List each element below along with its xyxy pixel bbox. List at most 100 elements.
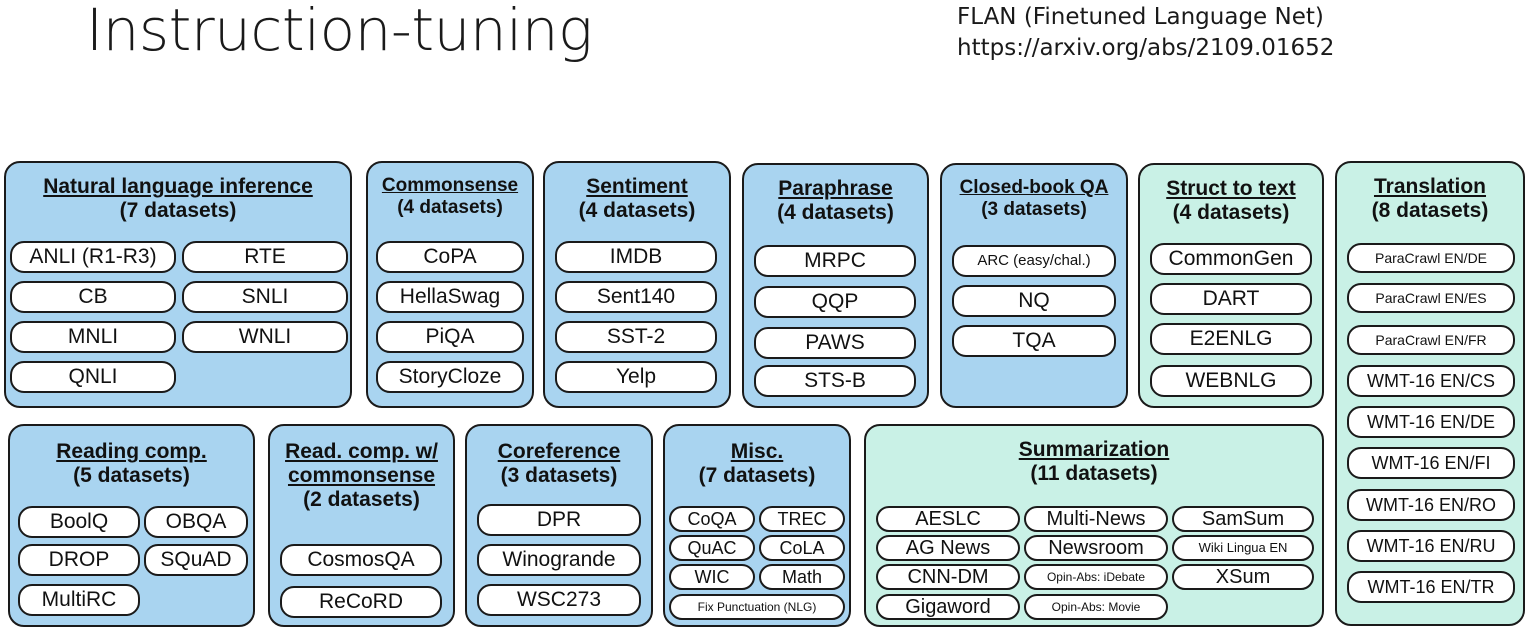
dataset-pill: TQA	[952, 325, 1116, 357]
group-struct-to-text: Struct to text (4 datasets) CommonGen DA…	[1138, 163, 1324, 408]
dataset-pill: AG News	[876, 535, 1020, 561]
dataset-pill: DROP	[18, 544, 140, 576]
group-closed-book-qa-count: (3 datasets)	[981, 199, 1087, 220]
dataset-pill: SNLI	[182, 281, 348, 313]
slide-title: Instruction-tuning	[86, 0, 593, 64]
group-read-comp-commonsense: Read. comp. w/ commonsense (2 datasets) …	[268, 424, 455, 627]
dataset-pill: SQuAD	[144, 544, 248, 576]
dataset-pill: Multi-News	[1024, 506, 1168, 532]
group-summarization-count: (11 datasets)	[1030, 462, 1158, 485]
group-reading-comp-count: (5 datasets)	[73, 464, 190, 487]
dataset-pill: PAWS	[754, 327, 916, 359]
dataset-pill: NQ	[952, 285, 1116, 317]
dataset-pill: XSum	[1172, 564, 1314, 590]
reference-url: https://arxiv.org/abs/2109.01652	[957, 35, 1335, 61]
dataset-pill: ANLI (R1-R3)	[10, 241, 176, 273]
dataset-pill: TREC	[759, 506, 845, 532]
group-misc-count: (7 datasets)	[698, 464, 816, 487]
dataset-pill: CoLA	[759, 535, 845, 561]
dataset-pill: E2ENLG	[1150, 323, 1312, 355]
dataset-pill: OBQA	[144, 506, 248, 538]
dataset-pill: Fix Punctuation (NLG)	[669, 594, 845, 620]
group-sentiment: Sentiment (4 datasets) IMDB Sent140 SST-…	[543, 161, 731, 408]
dataset-pill: MNLI	[10, 321, 176, 353]
group-closed-book-qa: Closed-book QA (3 datasets) ARC (easy/ch…	[940, 163, 1128, 408]
dataset-pill: WSC273	[477, 584, 641, 616]
group-paraphrase-count: (4 datasets)	[777, 201, 894, 224]
dataset-pill: ParaCrawl EN/DE	[1347, 243, 1515, 273]
dataset-pill: CosmosQA	[280, 544, 442, 576]
group-struct-to-text-count: (4 datasets)	[1172, 201, 1290, 224]
dataset-pill: WNLI	[182, 321, 348, 353]
dataset-pill: Opin-Abs: iDebate	[1024, 564, 1168, 590]
dataset-pill: MultiRC	[18, 584, 140, 616]
dataset-pill: Opin-Abs: Movie	[1024, 594, 1168, 620]
dataset-pill: DART	[1150, 283, 1312, 315]
group-commonsense: Commonsense (4 datasets) CoPA HellaSwag …	[366, 161, 534, 408]
dataset-pill: Gigaword	[876, 594, 1020, 620]
group-commonsense-count: (4 datasets)	[397, 197, 503, 218]
group-misc: Misc. (7 datasets) CoQA TREC QuAC CoLA W…	[663, 424, 851, 627]
dataset-pill: Yelp	[555, 361, 717, 393]
group-coreference-count: (3 datasets)	[500, 464, 618, 487]
group-paraphrase: Paraphrase (4 datasets) MRPC QQP PAWS ST…	[742, 163, 929, 408]
dataset-pill: PiQA	[376, 321, 524, 353]
dataset-pill: IMDB	[555, 241, 717, 273]
group-sentiment-count: (4 datasets)	[578, 199, 696, 222]
group-summarization: Summarization (11 datasets) AESLC Multi-…	[864, 424, 1324, 627]
group-reading-comp-title: Reading comp.	[56, 440, 207, 463]
dataset-pill: QQP	[754, 286, 916, 318]
reference-note: FLAN (Finetuned Language Net) https://ar…	[957, 2, 1334, 64]
dataset-pill: Math	[759, 564, 845, 590]
dataset-pill: HellaSwag	[376, 281, 524, 313]
dataset-pill: QuAC	[669, 535, 755, 561]
group-misc-title: Misc.	[730, 440, 784, 463]
group-closed-book-qa-title: Closed-book QA	[959, 177, 1109, 198]
dataset-pill: WMT-16 EN/CS	[1347, 365, 1515, 397]
dataset-pill: WMT-16 EN/DE	[1347, 406, 1515, 438]
dataset-pill: CB	[10, 281, 176, 313]
dataset-pill: Newsroom	[1024, 535, 1168, 561]
group-paraphrase-title: Paraphrase	[778, 177, 893, 200]
dataset-pill: CoQA	[669, 506, 755, 532]
dataset-pill: QNLI	[10, 361, 176, 393]
group-summarization-title: Summarization	[1018, 438, 1170, 461]
group-translation-count: (8 datasets)	[1371, 199, 1489, 222]
group-read-comp-commonsense-title-1: Read. comp. w/	[285, 440, 438, 463]
dataset-pill: Winogrande	[477, 544, 641, 576]
dataset-pill: STS-B	[754, 365, 916, 397]
dataset-pill: ParaCrawl EN/ES	[1347, 283, 1515, 313]
group-nli-title: Natural language inference	[43, 175, 313, 198]
group-read-comp-commonsense-title-2: commonsense	[287, 464, 436, 487]
group-coreference-title: Coreference	[497, 440, 621, 463]
dataset-pill: WIC	[669, 564, 755, 590]
dataset-pill: CommonGen	[1150, 243, 1312, 275]
group-coreference: Coreference (3 datasets) DPR Winogrande …	[465, 424, 653, 627]
group-read-comp-commonsense-count: (2 datasets)	[303, 488, 420, 511]
reference-name: FLAN (Finetuned Language Net)	[957, 4, 1324, 30]
dataset-pill: Wiki Lingua EN	[1172, 535, 1314, 561]
dataset-pill: ParaCrawl EN/FR	[1347, 325, 1515, 355]
dataset-pill: CNN-DM	[876, 564, 1020, 590]
dataset-pill: StoryCloze	[376, 361, 524, 393]
dataset-pill: WMT-16 EN/TR	[1347, 571, 1515, 603]
dataset-pill: AESLC	[876, 506, 1020, 532]
dataset-pill: BoolQ	[18, 506, 140, 538]
dataset-pill: WMT-16 EN/FI	[1347, 447, 1515, 479]
dataset-pill: WEBNLG	[1150, 365, 1312, 397]
group-sentiment-title: Sentiment	[586, 175, 688, 198]
group-translation: Translation (8 datasets) ParaCrawl EN/DE…	[1335, 161, 1525, 626]
group-struct-to-text-title: Struct to text	[1166, 177, 1296, 200]
dataset-pill: Sent140	[555, 281, 717, 313]
dataset-pill: SST-2	[555, 321, 717, 353]
group-nli-count: (7 datasets)	[119, 199, 237, 222]
dataset-pill: CoPA	[376, 241, 524, 273]
group-commonsense-title: Commonsense	[381, 175, 519, 196]
group-nli: Natural language inference (7 datasets) …	[4, 161, 352, 408]
group-translation-title: Translation	[1373, 175, 1487, 198]
dataset-pill: SamSum	[1172, 506, 1314, 532]
dataset-pill: MRPC	[754, 245, 916, 277]
dataset-pill: WMT-16 EN/RO	[1347, 489, 1515, 521]
dataset-pill: RTE	[182, 241, 348, 273]
dataset-pill: ReCoRD	[280, 586, 442, 618]
